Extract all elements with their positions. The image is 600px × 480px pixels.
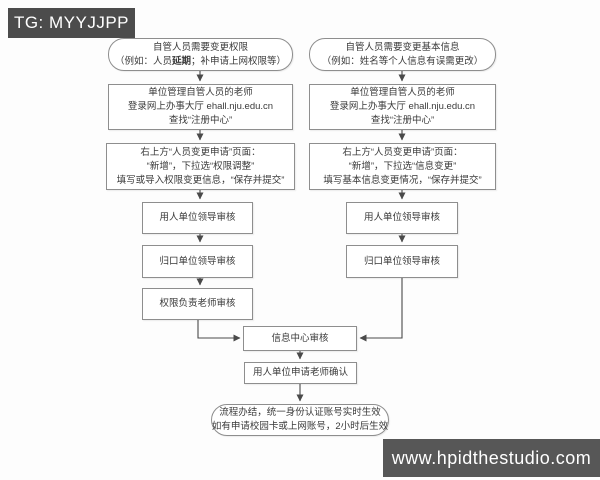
node-line: 右上方“人员变更申请”页面： xyxy=(342,146,463,158)
node-line: （例如：人员延期；补申请上网权限等） xyxy=(115,55,286,69)
node-line: 用人单位领导审核 xyxy=(363,212,440,223)
node-employer-teacher-confirm: 用人单位申请老师确认 xyxy=(244,362,357,384)
node-line: 用人单位领导审核 xyxy=(159,212,236,223)
node-right-change-request: 右上方“人员变更申请”页面： “新增”，下拉选“信息变更” 填写基本信息变更情况… xyxy=(309,143,496,190)
node-line-segment: （例如：人员 xyxy=(114,55,172,67)
node-line: 归口单位领导审核 xyxy=(159,255,236,267)
node-line: 用人单位申请老师确认 xyxy=(252,367,348,378)
node-left-change-request: 右上方“人员变更申请”页面： “新增”，下拉选“权限调整” 填写或导入权限变更信… xyxy=(106,143,295,190)
node-right-login-ehall: 单位管理自管人员的老师 登录网上办事大厅 ehall.nju.edu.cn 查找… xyxy=(309,84,496,130)
node-line: 单位管理自管人员的老师 xyxy=(148,87,253,98)
node-line: 填写或导入权限变更信息，“保存并提交” xyxy=(116,174,285,186)
node-line-segment: ；补申请上网权限等） xyxy=(191,55,287,67)
watermark-website: www.hpidthestudio.com xyxy=(383,439,600,477)
node-right-start: 自管人员需要变更基本信息 （例如：姓名等个人信息有误需更改） xyxy=(309,38,496,71)
node-line: 单位管理自管人员的老师 xyxy=(350,87,455,98)
node-line: 登录网上办事大厅 ehall.nju.edu.cn xyxy=(127,101,274,112)
node-line: 查找“注册中心” xyxy=(168,115,233,126)
node-right-parent-unit-leader-review: 归口单位领导审核 xyxy=(346,245,458,278)
node-left-start: 自管人员需要变更权限 （例如：人员延期；补申请上网权限等） xyxy=(108,38,293,71)
node-left-parent-unit-leader-review: 归口单位领导审核 xyxy=(142,245,253,278)
node-line: 登录网上办事大厅 ehall.nju.edu.cn xyxy=(329,101,476,112)
node-line: 自管人员需要变更权限 xyxy=(152,41,248,53)
watermark-telegram: TG: MYYJJPP xyxy=(8,8,135,38)
node-line: “新增”，下拉选“权限调整” xyxy=(146,160,255,172)
node-line: 如有申请校园卡或上网账号，2小时后生效 xyxy=(211,421,389,432)
node-line: 查找“注册中心” xyxy=(370,115,435,126)
node-info-center-review: 信息中心审核 xyxy=(243,326,357,351)
node-line: “新增”，下拉选“信息变更” xyxy=(348,160,457,172)
node-line: 填写基本信息变更情况，“保存并提交” xyxy=(323,174,482,186)
node-left-employer-leader-review: 用人单位领导审核 xyxy=(142,202,253,234)
node-line: （例如：姓名等个人信息有误需更改） xyxy=(321,55,484,67)
node-right-employer-leader-review: 用人单位领导审核 xyxy=(346,202,458,234)
node-line: 权限负责老师审核 xyxy=(159,298,236,309)
node-line-segment-bold: 延期 xyxy=(171,55,191,67)
node-line: 自管人员需要变更基本信息 xyxy=(345,41,460,53)
node-line: 流程办结，统一身份认证账号实时生效 xyxy=(219,407,381,418)
node-line: 右上方“人员变更申请”页面： xyxy=(140,146,261,158)
node-left-login-ehall: 单位管理自管人员的老师 登录网上办事大厅 ehall.nju.edu.cn 查找… xyxy=(108,84,293,130)
node-line: 归口单位领导审核 xyxy=(363,255,440,267)
node-line: 信息中心审核 xyxy=(271,332,329,344)
node-end: 流程办结，统一身份认证账号实时生效 如有申请校园卡或上网账号，2小时后生效 xyxy=(211,404,389,436)
node-left-permission-teacher-review: 权限负责老师审核 xyxy=(142,288,253,320)
